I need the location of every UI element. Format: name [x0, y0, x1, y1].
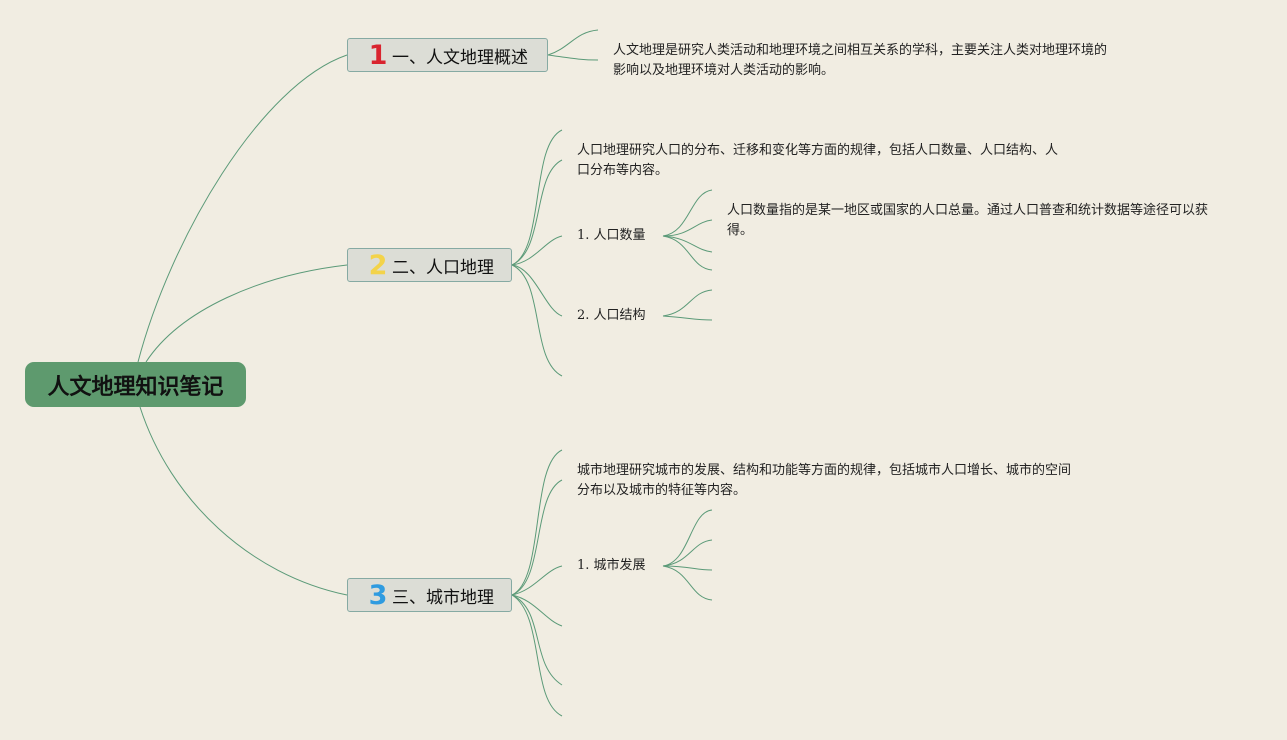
number-three-icon: 3 [368, 579, 388, 611]
sub-node-city-development[interactable]: 1. 城市发展 [577, 558, 646, 573]
branch-title-2: 二、人口地理 [392, 257, 494, 278]
branch-node-2[interactable]: 2 二、人口地理 [347, 248, 512, 282]
section-1-description: 人文地理是研究人类活动和地理环境之间相互关系的学科，主要关注人类对地理环境的影响… [613, 43, 1108, 78]
connector-pop-count-3 [662, 235, 713, 253]
number-two-icon: 2 [368, 249, 388, 281]
branch-node-1[interactable]: 1 一、人文地理概述 [347, 38, 548, 72]
connector-city-dev-2 [662, 539, 713, 567]
connector-b3-leaf-5 [511, 594, 563, 686]
sub-node-population-structure[interactable]: 2. 人口结构 [577, 308, 646, 323]
section-2-description: 人口地理研究人口的分布、迁移和变化等方面的规律，包括人口数量、人口结构、人口分布… [577, 143, 1059, 178]
connector-pop-count-4 [662, 235, 713, 271]
sub-node-population-count[interactable]: 1. 人口数量 [577, 228, 646, 243]
connector-pop-count-1 [662, 189, 713, 237]
connector-city-dev-1 [662, 509, 713, 567]
connector-root-branch-2 [145, 264, 348, 363]
connector-b2-leaf-3 [511, 235, 563, 266]
connector-pop-struct-2 [662, 315, 713, 321]
connector-b1-leaf-1 [547, 29, 599, 56]
number-one-icon: 1 [368, 39, 388, 71]
connector-b3-leaf-2 [511, 479, 563, 596]
connector-city-dev-4 [662, 565, 713, 601]
section-3-description: 城市地理研究城市的发展、结构和功能等方面的规律，包括城市人口增长、城市的空间分布… [577, 463, 1072, 498]
connector-b3-leaf-6 [511, 594, 563, 717]
connector-b2-leaf-1 [511, 129, 563, 266]
root-title: 人文地理知识笔记 [47, 374, 224, 400]
connector-root-branch-3 [139, 406, 348, 596]
connector-root-branch-1 [137, 54, 348, 363]
branch-title-3: 三、城市地理 [392, 587, 494, 608]
connector-b3-leaf-1 [511, 449, 563, 596]
branch-title-1: 一、人文地理概述 [392, 47, 528, 68]
connector-pop-count-2 [662, 219, 713, 237]
connector-b3-leaf-3 [511, 565, 563, 596]
connector-b2-leaf-2 [511, 159, 563, 266]
connector-b1-leaf-2 [547, 54, 599, 61]
connector-b3-leaf-4 [511, 594, 563, 627]
connector-b2-leaf-4 [511, 264, 563, 317]
branch-node-3[interactable]: 3 三、城市地理 [347, 578, 512, 612]
population-count-description: 人口数量指的是某一地区或国家的人口总量。通过人口普查和统计数据等途径可以获得。 [727, 203, 1209, 238]
connector-pop-struct-1 [662, 289, 713, 317]
root-node[interactable]: 人文地理知识笔记 [25, 362, 246, 407]
connector-b2-leaf-5 [511, 264, 563, 377]
connector-city-dev-3 [662, 565, 713, 571]
